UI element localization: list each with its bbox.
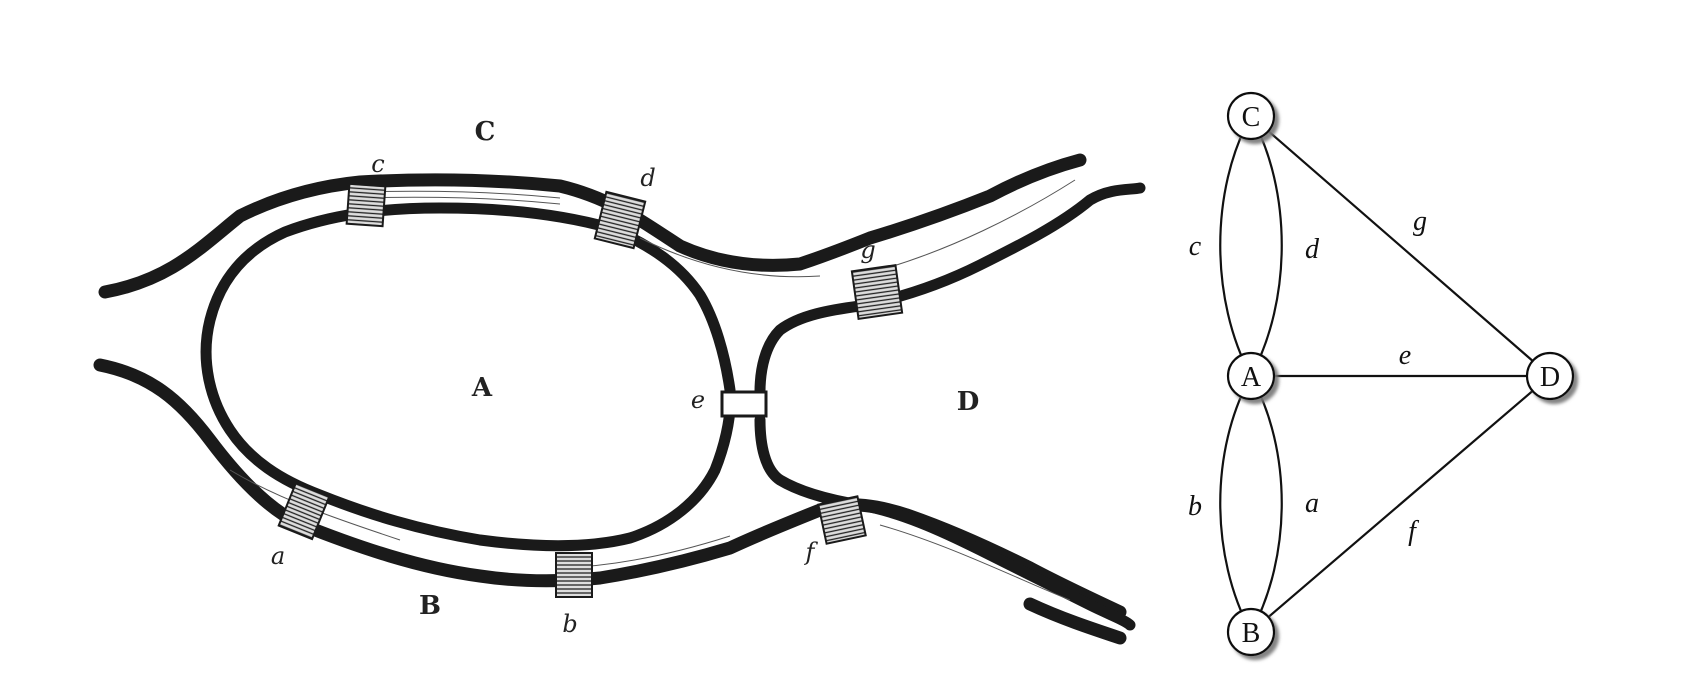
graph-node-label-a: A	[1241, 362, 1262, 393]
bridge-b	[555, 552, 593, 598]
edge-c	[1219, 115, 1252, 377]
graph-node-label-c: C	[1242, 102, 1261, 133]
edge-label-f: f	[1408, 516, 1419, 547]
edge-b	[1219, 375, 1252, 633]
graph-node-b: B	[1226, 607, 1276, 657]
bridge-label-c: c	[371, 150, 384, 178]
bridge-label-f: f	[804, 538, 819, 566]
bridge-a	[277, 481, 331, 541]
graph-node-d: D	[1525, 351, 1575, 401]
edge-label-a: a	[1305, 488, 1319, 519]
bridge-label-b: b	[562, 610, 577, 638]
land-label-c: C	[475, 117, 496, 147]
graph-node-label-b: B	[1242, 618, 1261, 649]
bridge-label-d: d	[640, 164, 655, 192]
edge-label-g: g	[1413, 206, 1427, 237]
bridge-g	[850, 264, 904, 320]
land-label-d: D	[957, 387, 980, 417]
edge-a	[1250, 375, 1283, 633]
bridge-d	[593, 190, 647, 250]
bridge-e	[720, 390, 768, 418]
edge-label-c: c	[1189, 231, 1202, 262]
edge-label-b: b	[1188, 491, 1202, 522]
edge-label-d: d	[1305, 234, 1320, 265]
graph-node-c: C	[1226, 91, 1276, 141]
graph-node-a: A	[1226, 351, 1276, 401]
edge-label-e: e	[1399, 340, 1411, 371]
bridge-label-a: a	[271, 542, 285, 570]
river-map: C A B D c d g e a b f	[93, 117, 1146, 645]
bridge-f	[817, 495, 867, 545]
graph: c d g e b a f C A D B	[1188, 91, 1575, 657]
edge-g	[1250, 115, 1551, 377]
bridges	[277, 182, 904, 598]
graph-node-label-d: D	[1540, 362, 1560, 393]
land-label-b: B	[419, 591, 441, 621]
bridge-label-g: g	[860, 236, 875, 264]
edge-f	[1250, 375, 1551, 633]
edge-d	[1250, 115, 1283, 377]
land-label-a: A	[471, 373, 493, 403]
bridge-c	[345, 182, 387, 228]
graph-edges	[1219, 115, 1551, 633]
bridge-label-e: e	[691, 386, 705, 414]
